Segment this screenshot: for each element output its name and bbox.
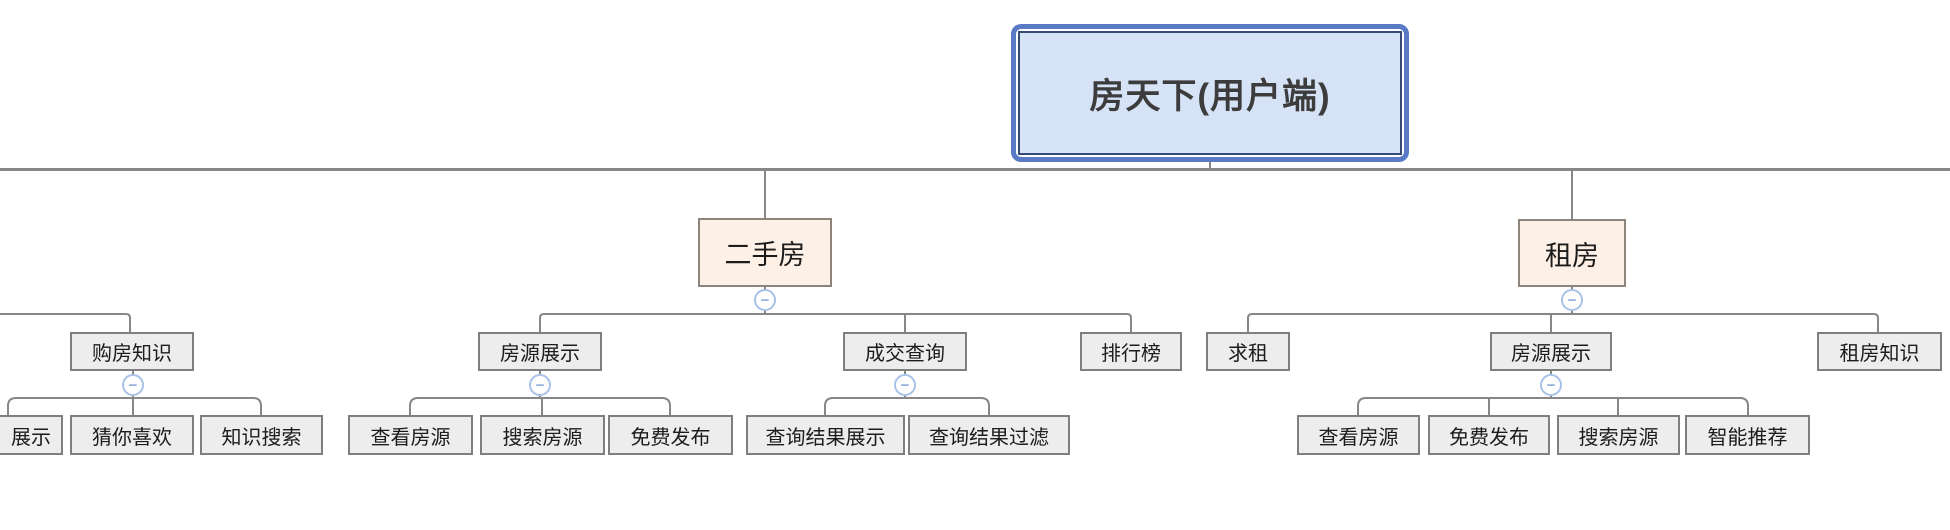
node-search-listing-rent[interactable]: 搜索房源 — [1557, 415, 1680, 455]
connector-rent-rail — [1247, 313, 1879, 332]
node-view-listing-rent[interactable]: 查看房源 — [1297, 415, 1420, 455]
collapse-button-listing-rent[interactable]: − — [1540, 374, 1562, 396]
minus-icon: − — [128, 376, 138, 394]
node-label: 展示 — [11, 426, 51, 449]
node-label: 房源展示 — [500, 343, 580, 365]
minus-icon: − — [760, 291, 770, 309]
minus-icon: − — [535, 376, 545, 394]
minus-icon: − — [900, 376, 910, 394]
node-smart-recommend[interactable]: 智能推荐 — [1685, 415, 1810, 455]
node-query-result-display[interactable]: 查询结果展示 — [746, 415, 905, 455]
node-free-publish-rent[interactable]: 免费发布 — [1428, 415, 1550, 455]
node-label: 租房知识 — [1839, 343, 1920, 365]
collapse-button-secondhand[interactable]: − — [754, 289, 776, 311]
node-free-publish-secondhand[interactable]: 免费发布 — [608, 415, 733, 455]
node-label: 房源展示 — [1511, 343, 1591, 365]
node-label: 查看房源 — [370, 426, 451, 449]
node-label: 免费发布 — [1449, 426, 1529, 449]
node-label: 成交查询 — [865, 343, 945, 365]
collapse-button-rent[interactable]: − — [1561, 289, 1583, 311]
node-label: 猜你喜欢 — [92, 426, 172, 449]
node-root[interactable]: 房天下(用户端) — [1011, 24, 1409, 162]
node-knowledge-search[interactable]: 知识搜索 — [200, 415, 323, 455]
connector-listing-rent-rail — [1357, 397, 1749, 415]
node-label: 排行榜 — [1101, 343, 1161, 365]
node-label: 搜索房源 — [502, 426, 583, 449]
node-label: 租房 — [1545, 240, 1599, 271]
node-label: 免费发布 — [630, 426, 711, 449]
minus-icon: − — [1546, 376, 1556, 394]
node-display-cutoff[interactable]: 展示 — [0, 415, 63, 455]
node-buy-knowledge[interactable]: 购房知识 — [70, 332, 194, 371]
node-label: 搜索房源 — [1578, 426, 1659, 449]
node-listing-display-rent[interactable]: 房源展示 — [1490, 332, 1612, 371]
node-label: 查询结果展示 — [765, 426, 886, 449]
node-secondhand-house[interactable]: 二手房 — [698, 218, 832, 287]
node-label: 求租 — [1228, 343, 1268, 365]
node-search-listing-secondhand[interactable]: 搜索房源 — [480, 415, 605, 455]
node-label: 购房知识 — [92, 343, 172, 365]
connector-left-branch — [0, 313, 131, 332]
node-view-listing-secondhand[interactable]: 查看房源 — [348, 415, 473, 455]
node-label: 知识搜索 — [221, 426, 302, 449]
connector-listing-sh-rail — [409, 397, 671, 415]
node-deal-query[interactable]: 成交查询 — [843, 332, 967, 371]
node-root-frame: 房天下(用户端) — [1018, 31, 1402, 155]
node-query-result-filter[interactable]: 查询结果过滤 — [908, 415, 1070, 455]
node-root-label: 房天下(用户端) — [1089, 76, 1331, 116]
node-label: 智能推荐 — [1707, 426, 1788, 449]
node-label: 查询结果过滤 — [929, 426, 1049, 449]
node-listing-display-secondhand[interactable]: 房源展示 — [478, 332, 602, 371]
node-rent-house[interactable]: 租房 — [1518, 219, 1626, 287]
collapse-button-listing-secondhand[interactable]: − — [529, 374, 551, 396]
node-rent-knowledge[interactable]: 租房知识 — [1817, 332, 1942, 371]
collapse-button-buy-knowledge[interactable]: − — [122, 374, 144, 396]
connector-dealquery-rail — [824, 397, 990, 415]
connector-buyknowledge-rail — [7, 397, 262, 415]
node-guess-you-like[interactable]: 猜你喜欢 — [70, 415, 194, 455]
collapse-button-deal-query[interactable]: − — [894, 374, 916, 396]
node-label: 查看房源 — [1318, 426, 1399, 449]
minus-icon: − — [1567, 291, 1577, 309]
node-label: 二手房 — [724, 240, 806, 270]
node-seek-rent[interactable]: 求租 — [1206, 332, 1290, 371]
connector-secondhand-rail — [539, 313, 1132, 332]
node-ranking[interactable]: 排行榜 — [1080, 332, 1182, 371]
